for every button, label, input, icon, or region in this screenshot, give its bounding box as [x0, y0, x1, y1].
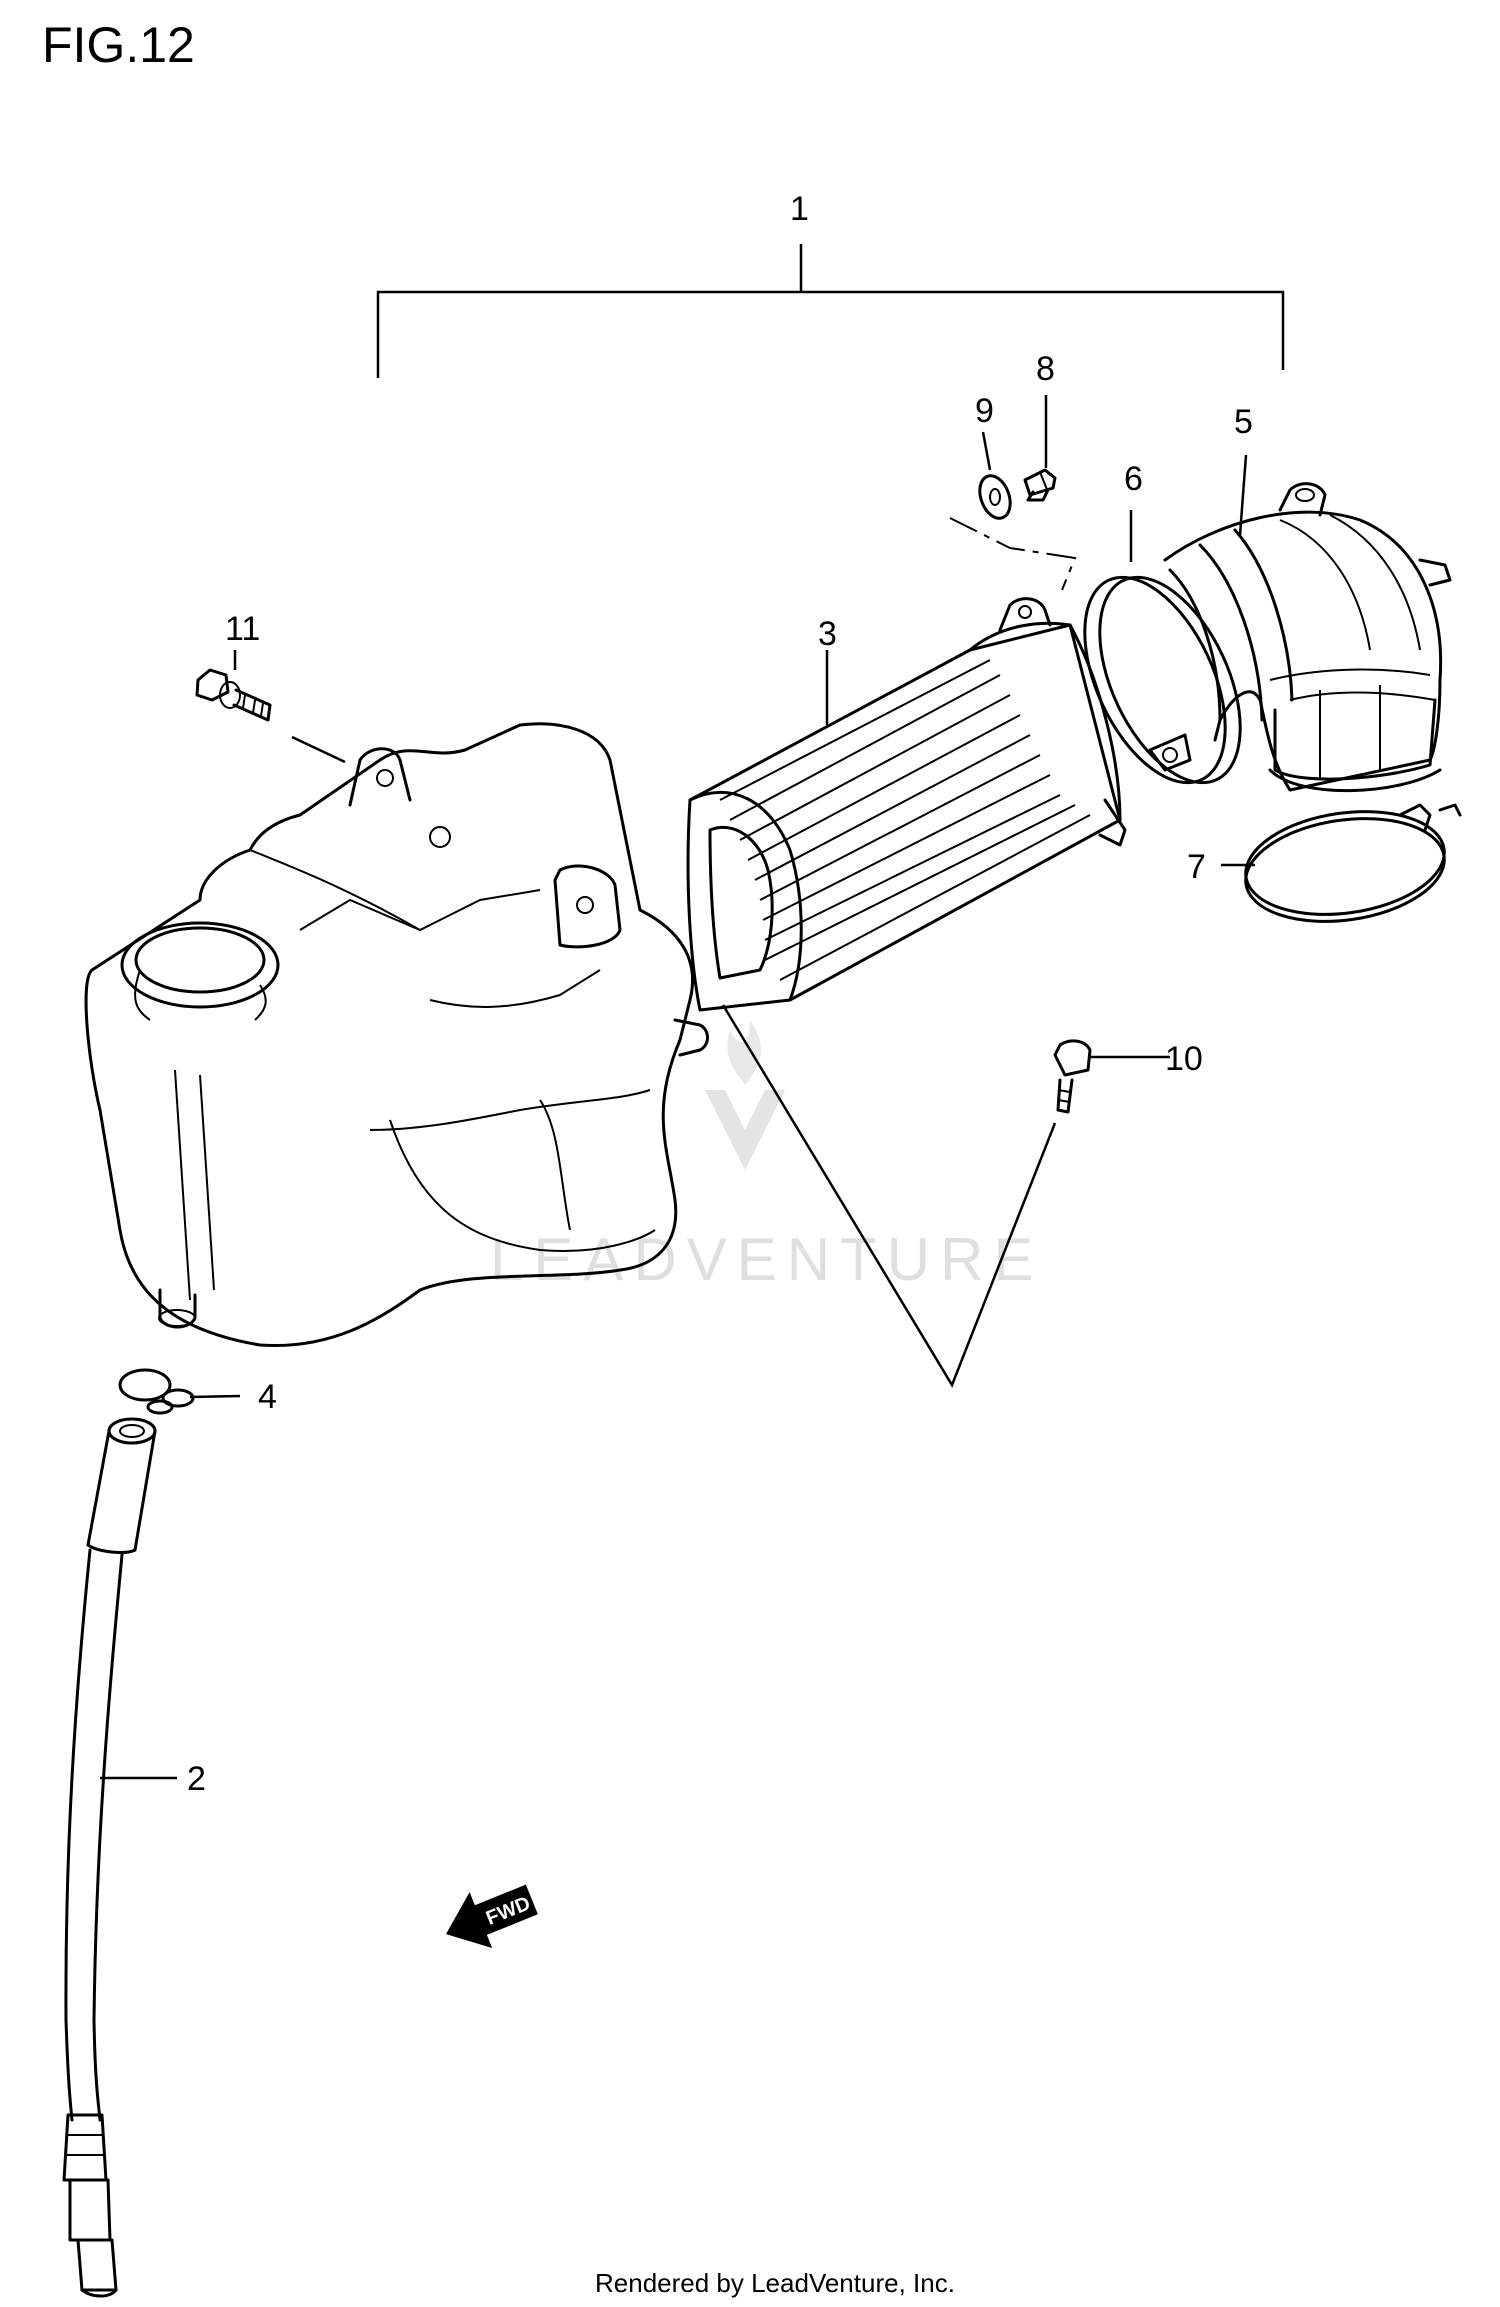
assembly-bracket [376, 244, 1285, 378]
callout-2: 2 [187, 1760, 206, 1798]
callout-3: 3 [818, 615, 837, 653]
watermark: LEADVENTURE [490, 1020, 1043, 1293]
callout-6: 6 [1124, 460, 1143, 498]
plug-4 [118, 1368, 195, 1415]
drain-hose-2 [62, 1417, 157, 2298]
callout-7: 7 [1187, 848, 1206, 886]
figure-title: FIG.12 [42, 17, 195, 73]
part-callouts: 1 2 3 4 5 6 7 8 9 10 11 [187, 190, 1253, 1798]
clamp-band-6 [1083, 575, 1242, 785]
air-cleaner-case [84, 722, 709, 1348]
callout-5: 5 [1234, 403, 1253, 441]
callout-4: 4 [258, 1378, 277, 1416]
watermark-text: LEADVENTURE [490, 1226, 1043, 1293]
bolt-10 [1053, 1039, 1092, 1114]
callout-8: 8 [1036, 350, 1055, 388]
washer-9 [978, 474, 1012, 520]
callout-1: 1 [790, 190, 809, 228]
callout-9: 9 [975, 392, 994, 430]
screw-8 [1023, 468, 1057, 502]
bolt-11 [195, 668, 272, 722]
leader-lines [100, 395, 1255, 1780]
callout-10: 10 [1165, 1040, 1203, 1078]
inlet-elbow-hose [1163, 482, 1452, 793]
air-filter-element [686, 597, 1127, 1012]
fwd-arrow: FWD [446, 1884, 538, 1948]
callout-11: 11 [225, 610, 260, 648]
footer-credit: Rendered by LeadVenture, Inc. [595, 2268, 955, 2298]
clamp-band-7 [1244, 803, 1462, 923]
